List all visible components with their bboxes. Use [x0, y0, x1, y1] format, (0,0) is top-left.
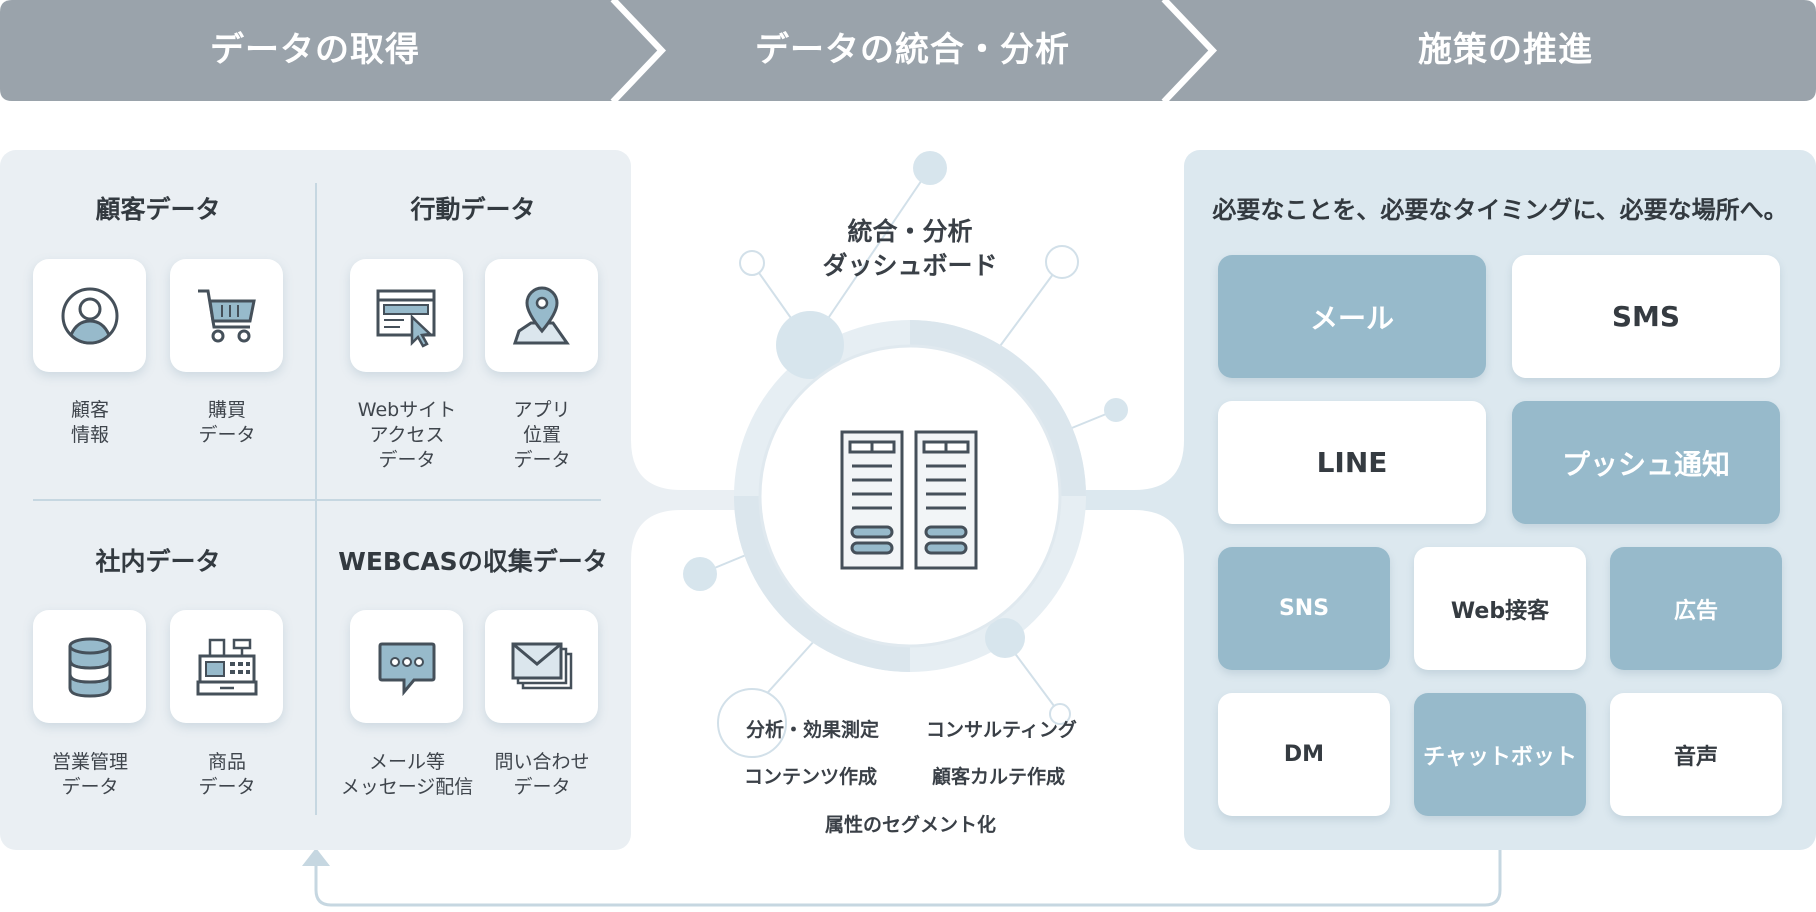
purchase-data-tile: [170, 259, 283, 372]
channel-dm: DM: [1218, 693, 1390, 816]
category-title-webcas: WEBCASの収集データ: [338, 547, 608, 576]
channel-web-reception: Web接客: [1414, 547, 1586, 670]
feature-customer-chart: 顧客カルテ作成: [932, 766, 1066, 788]
channel-sns: SNS: [1218, 547, 1390, 670]
channel-push: プッシュ通知: [1512, 401, 1780, 524]
website-access-label: Webサイト アクセス データ: [357, 399, 457, 471]
stage-arrow-execute: [1169, 0, 1816, 101]
channel-chatbot: チャットボット: [1414, 693, 1586, 816]
feedback-arrow-head: [302, 848, 330, 866]
webpage-cursor-icon: [376, 289, 435, 348]
stage-arrow-acquire: [0, 0, 660, 101]
category-title-internal: 社内データ: [95, 547, 221, 576]
cash-register-icon: [196, 638, 257, 695]
website-access-tile: [350, 259, 463, 372]
feature-segmentation: 属性のセグメント化: [825, 814, 997, 836]
feature-content-creation: コンテンツ作成: [744, 766, 878, 788]
channel-email: メール: [1218, 255, 1486, 378]
channel-line: LINE: [1218, 401, 1486, 524]
dashboard-title: 統合・分析 ダッシュボード: [780, 215, 1040, 283]
sales-management-label: 営業管理 データ: [51, 751, 128, 798]
purchase-data-label: 購買 データ: [198, 399, 256, 446]
stage-arrow-integrate: [618, 0, 1211, 101]
shopping-cart-icon: [197, 289, 256, 342]
inquiry-data-label: 問い合わせ データ: [494, 751, 590, 798]
left-connector: [631, 440, 760, 560]
stage-label-integrate: データの統合・分析: [755, 30, 1070, 70]
app-location-label: アプリ 位置 データ: [513, 399, 571, 471]
product-data-label: 商品 データ: [198, 751, 256, 798]
execution-title: 必要なことを、必要なタイミングに、必要な場所へ。: [1212, 196, 1788, 224]
channel-ads: 広告: [1610, 547, 1782, 670]
dashboard-title-line1: 統合・分析: [847, 217, 973, 246]
inquiry-data-tile: [485, 610, 598, 723]
database-icon: [68, 637, 111, 698]
panel-divider-horizontal: [33, 499, 601, 501]
channel-sms: SMS: [1512, 255, 1780, 378]
app-location-tile: [485, 259, 598, 372]
customer-info-tile: [33, 259, 146, 372]
sales-management-tile: [33, 610, 146, 723]
envelope-icon: [511, 642, 572, 689]
customer-info-label: 顧客 情報: [70, 399, 109, 446]
feature-analysis: 分析・効果測定: [746, 719, 880, 741]
map-pin-icon: [512, 286, 570, 344]
category-title-behavior: 行動データ: [410, 195, 536, 224]
message-delivery-tile: [350, 610, 463, 723]
server-icon: [840, 430, 978, 570]
stage-label-execute: 施策の推進: [1418, 30, 1593, 70]
product-data-tile: [170, 610, 283, 723]
right-connector: [1050, 440, 1184, 560]
dashboard-title-line2: ダッシュボード: [822, 251, 998, 280]
stage-bar: [0, 0, 1816, 101]
message-delivery-label: メール等 メッセージ配信: [340, 751, 474, 798]
user-icon: [61, 287, 118, 345]
chat-bubble-icon: [378, 642, 435, 696]
channel-voice: 音声: [1610, 693, 1782, 816]
feedback-loop-line: [314, 848, 1502, 907]
feature-consulting: コンサルティング: [926, 719, 1077, 741]
stage-label-acquire: データの取得: [210, 30, 420, 70]
dashboard-core: [758, 344, 1062, 648]
category-title-customer: 顧客データ: [95, 195, 221, 224]
